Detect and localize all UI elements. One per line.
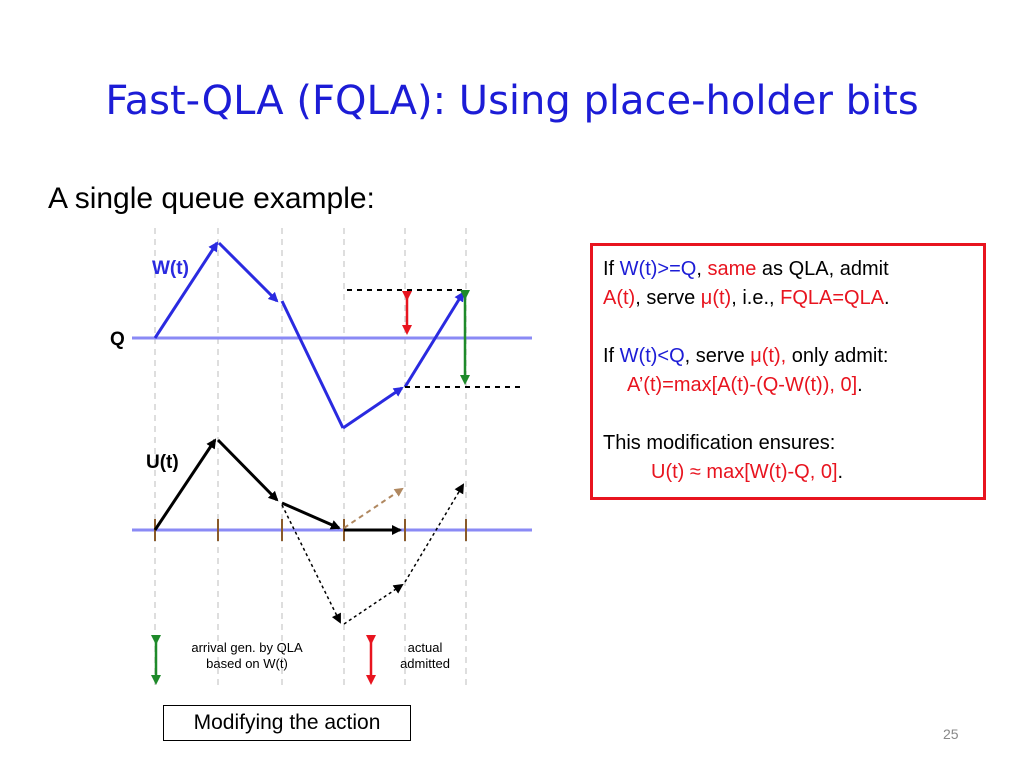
u-segment — [281, 501, 341, 530]
u-trajectory — [153, 438, 402, 535]
w-segment — [342, 386, 404, 430]
w-segment — [280, 300, 345, 429]
mu-t-term-2: μ(t), — [750, 345, 787, 367]
rule-line-6: U(t) ≈ max[W(t)-Q, 0]. — [651, 461, 844, 483]
w-segment — [403, 291, 465, 388]
legend-red-text-line2: admitted — [400, 656, 450, 671]
u-label: U(t) — [146, 452, 179, 473]
w-label: W(t) — [152, 258, 189, 279]
q-label: Q — [110, 329, 125, 350]
rule-line-1: If W(t)>=Q, same as QLA, admit — [603, 258, 889, 280]
w-segment — [217, 241, 279, 303]
rule-line-3: If W(t)<Q, serve μ(t), only admit: — [603, 345, 889, 367]
dotted-segment — [343, 583, 404, 625]
ensures-formula: U(t) ≈ max[W(t)-Q, 0] — [651, 461, 838, 483]
page-number: 25 — [943, 726, 959, 742]
fqla-equals-qla: FQLA=QLA — [780, 287, 885, 309]
rule-line-5: This modification ensures: — [603, 432, 836, 454]
rule-line-2: A(t), serve μ(t), i.e., FQLA=QLA. — [603, 287, 890, 309]
dotted-segment — [281, 504, 341, 624]
condition-w-ge-q: W(t)>=Q — [619, 258, 697, 280]
condition-w-lt-q: W(t)<Q — [619, 345, 685, 367]
u-segment — [153, 438, 217, 531]
rule-line-4: A’(t)=max[A(t)-(Q-W(t)), 0]. — [627, 374, 863, 396]
same-keyword: same — [707, 258, 757, 280]
a-t-term: A(t) — [603, 287, 636, 309]
u-ticks — [154, 519, 467, 541]
dotted-underflow-path — [281, 483, 465, 625]
legend-green-text-line1: arrival gen. by QLA — [191, 640, 303, 655]
slide-subtitle: A single queue example: — [48, 182, 375, 215]
u-segment — [216, 438, 279, 502]
tan-dashed-arrow — [343, 487, 404, 529]
legend-red-text-line1: actual — [408, 640, 443, 655]
admit-formula: A’(t)=max[A(t)-(Q-W(t)), 0] — [627, 374, 858, 396]
w-trajectory — [153, 241, 465, 430]
caption-box: Modifying the action — [163, 705, 411, 741]
w-segment — [153, 241, 219, 339]
legend-green-text-line2: based on W(t) — [206, 656, 288, 671]
slide-title: Fast-QLA (FQLA): Using place-holder bits — [105, 78, 919, 124]
fqla-rule-box: If W(t)>=Q, same as QLA, admit A(t), ser… — [590, 243, 986, 500]
dotted-segment — [404, 483, 465, 583]
mu-t-term: μ(t) — [700, 287, 732, 309]
